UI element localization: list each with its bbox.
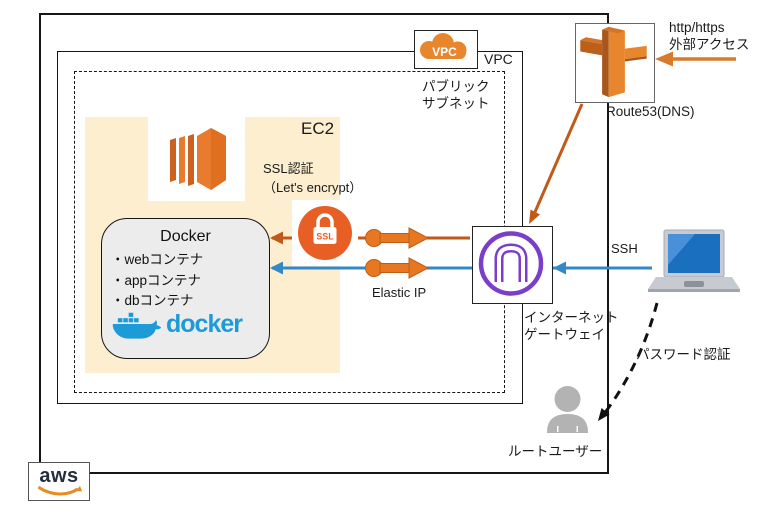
route53-icon [580, 26, 647, 98]
root-user-label: ルートユーザー [508, 444, 603, 459]
person-icon [547, 386, 588, 433]
docker-logo: docker [112, 305, 243, 343]
laptop-icon [648, 228, 740, 294]
vpc-label: VPC [484, 51, 513, 67]
public-subnet-label: パブリック サブネット [422, 79, 490, 111]
docker-item: ・dbコンテナ [111, 293, 194, 308]
laptop-icon-svg [648, 229, 740, 292]
http-access-arrow [655, 51, 736, 67]
internet-gateway-icon [478, 231, 544, 296]
ssl-lock-icon: SSL [298, 206, 352, 260]
docker-whale-icon [112, 312, 162, 339]
docker-item-list: ・webコンテナ ・appコンテナ ・dbコンテナ [111, 250, 203, 312]
vpc-cloud-icon: VPC [420, 33, 467, 59]
aws-logo-text: aws [39, 464, 79, 487]
ssh-label: SSH [611, 241, 638, 256]
ssl-icon-text: SSL [316, 232, 334, 242]
ec2-label: EC2 [301, 119, 335, 138]
internet-gateway-label: インターネット ゲートウェイ [524, 310, 619, 342]
docker-item: ・webコンテナ [111, 252, 204, 267]
docker-title: Docker [160, 228, 211, 245]
internet-gateway-icon-box [472, 226, 553, 304]
elastic-ip-label: Elastic IP [372, 285, 427, 300]
route53-label: Route53(DNS) [606, 104, 695, 119]
vpc-icon-text: VPC [432, 45, 457, 59]
docker-wordmark: docker [166, 309, 243, 338]
aws-logo-box: aws [28, 462, 90, 501]
route53-icon-box [575, 23, 655, 103]
docker-item: ・appコンテナ [111, 272, 202, 288]
aws-smile-icon [37, 485, 83, 495]
ec2-icon [170, 128, 226, 190]
ssl-icon-box: SSL [292, 200, 358, 266]
vpc-icon-box: VPC [414, 30, 478, 69]
ssl-auth-label: SSL認証 （Let's encrypt） [263, 161, 363, 195]
password-auth-label: パスワード認証 [636, 347, 731, 362]
docker-container-box: Docker ・webコンテナ ・appコンテナ ・dbコンテナ docker [101, 218, 270, 359]
ec2-icon-box [148, 117, 245, 201]
external-access-label: http/https 外部アクセス [669, 20, 750, 52]
root-user-icon [544, 385, 591, 443]
